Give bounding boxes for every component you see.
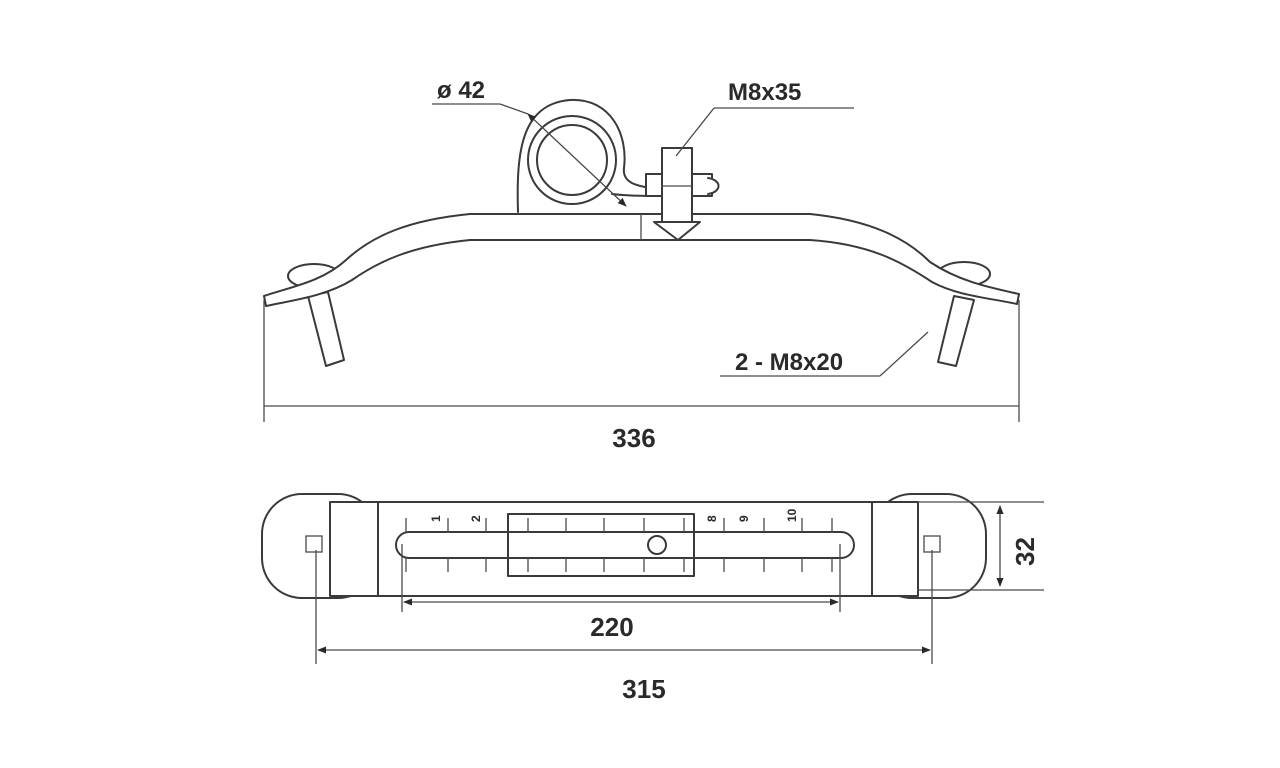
clamp-bar [263, 213, 1020, 307]
scale-ticks [405, 518, 833, 572]
bolt-pair-label: 2 - M8x20 [735, 349, 843, 376]
bolt-top-label: M8x35 [728, 79, 801, 106]
scale-mark-2: 2 [469, 515, 483, 522]
hole-spacing-label: 315 [622, 674, 665, 704]
slot-length-dimension: 220 [401, 544, 841, 642]
diameter-callout: ø 42 [432, 77, 627, 207]
slider-knob [647, 535, 667, 555]
side-view: ø 42 M8x35 2 - M8x20 336 [263, 77, 1020, 453]
top-view: 1 2 8 9 10 32 220 315 [261, 493, 1044, 704]
hole-spacing-dimension: 315 [315, 550, 933, 704]
bolt-top-callout: M8x35 [675, 79, 854, 157]
slot [395, 531, 855, 559]
scale-mark-8: 8 [705, 515, 719, 522]
scale-mark-1: 1 [429, 515, 443, 522]
overall-length-label: 336 [612, 423, 655, 453]
scale-window [507, 513, 695, 577]
top-bolt [645, 147, 720, 241]
spring-loop [516, 98, 657, 213]
bolt-pair-callout: 2 - M8x20 [720, 331, 929, 377]
width-label: 32 [1010, 537, 1040, 566]
slot-length-label: 220 [590, 612, 633, 642]
left-end-pad [261, 493, 379, 599]
right-end-pad [871, 493, 987, 599]
width-dimension: 32 [918, 501, 1044, 591]
overall-length-dimension: 336 [263, 300, 1020, 453]
scale-mark-10: 10 [785, 508, 799, 522]
diameter-label: ø 42 [437, 77, 485, 104]
scale-mark-9: 9 [737, 515, 751, 522]
